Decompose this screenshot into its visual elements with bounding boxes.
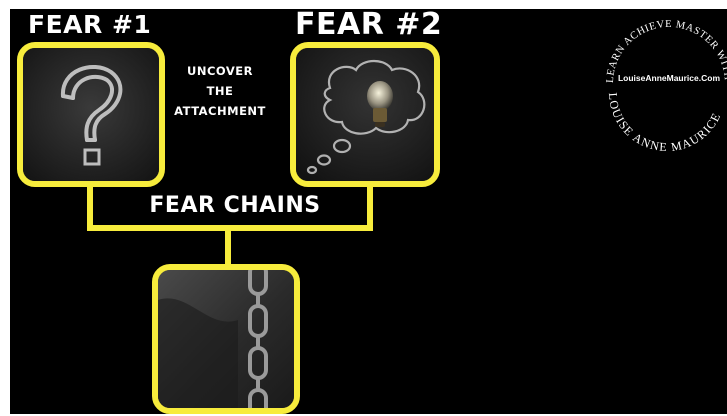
uncover-line-3: ATTACHMENT: [160, 101, 280, 121]
fear1-title: FEAR #1: [28, 12, 151, 37]
logo-arc-bottom-text: LOUISE ANNE MAURICE: [606, 92, 724, 154]
logo-url-text: LouiseAnneMaurice.Com: [618, 73, 720, 83]
fear-chains-title: FEAR CHAINS: [120, 195, 350, 217]
fear1-image-frame: [17, 42, 165, 187]
uncover-attachment-text: UNCOVER THE ATTACHMENT: [160, 61, 280, 121]
svg-text:LOUISE ANNE MAURICE: LOUISE ANNE MAURICE: [606, 92, 724, 154]
canvas: FEAR #1 FEAR #2 UNCOVER THE ATTACHMENT F…: [10, 9, 727, 414]
fear2-image-frame: [290, 42, 440, 187]
chain-icon: [158, 270, 294, 408]
fear2-title: FEAR #2: [295, 10, 442, 40]
uncover-line-1: UNCOVER: [160, 61, 280, 81]
thought-bubble-lightbulb-icon: [296, 48, 434, 181]
question-mark-chalk-icon: [23, 48, 159, 181]
chains-image-frame: [152, 264, 300, 414]
louise-anne-maurice-logo: LEARN ACHIEVE MASTER WITH LouiseAnneMaur…: [595, 11, 727, 161]
uncover-line-2: THE: [160, 81, 280, 101]
